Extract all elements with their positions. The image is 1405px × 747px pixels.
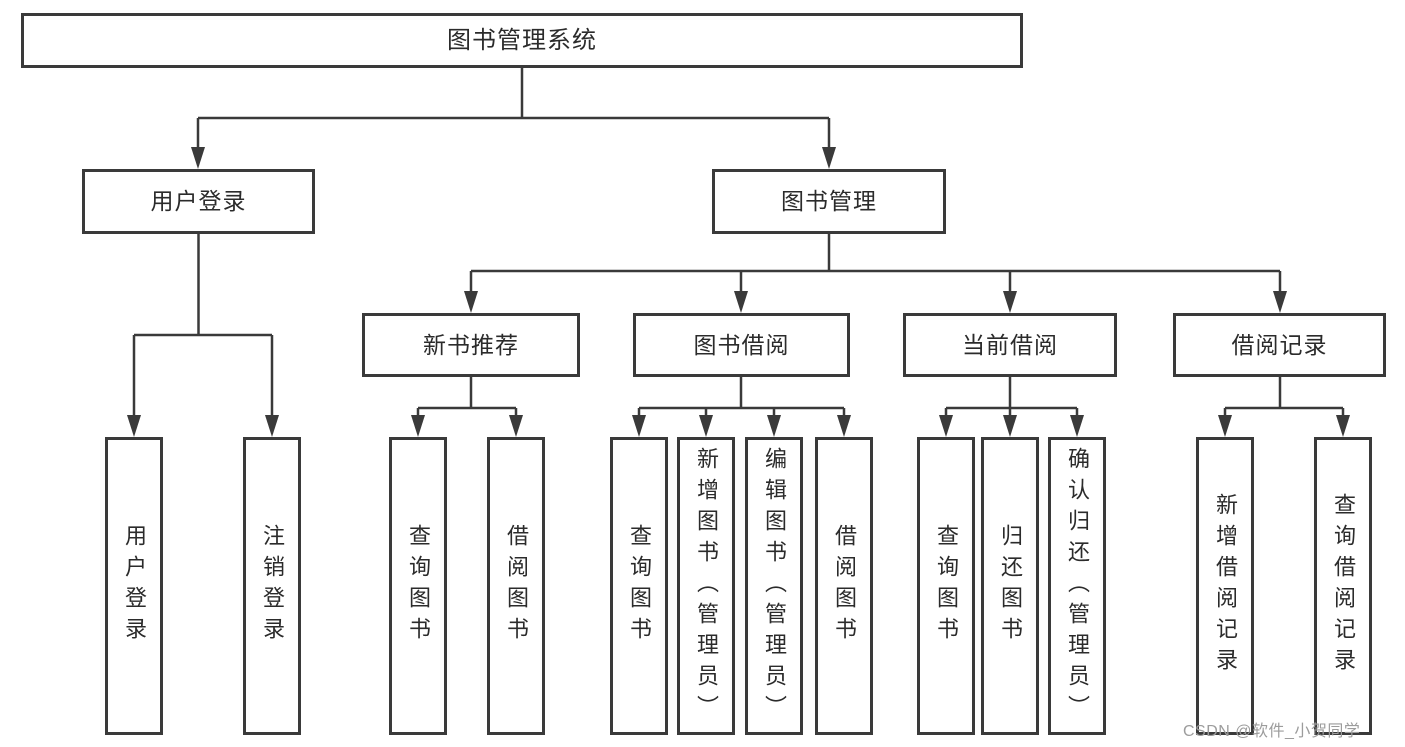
node-root-system: 图书管理系统 (21, 13, 1023, 68)
leaf-logout-login: 注销登录 (243, 437, 301, 735)
arrow-icon (509, 415, 523, 437)
arrow-icon (734, 291, 748, 313)
leaf-return-books: 归还图书 (981, 437, 1039, 735)
node-current-borrow: 当前借阅 (903, 313, 1117, 377)
leaf-query-borrow-record: 查询借阅记录 (1314, 437, 1372, 735)
node-borrow-records: 借阅记录 (1173, 313, 1386, 377)
bus-current-borrow (944, 377, 1079, 417)
leaf-user-login: 用户登录 (105, 437, 163, 735)
watermark: CSDN @软件_小贺同学 (1183, 723, 1361, 740)
arrow-icon (1218, 415, 1232, 437)
arrow-icon (939, 415, 953, 437)
node-new-book-recommend: 新书推荐 (362, 313, 580, 377)
arrow-icon (632, 415, 646, 437)
arrow-icon (822, 147, 836, 169)
leaf-add-books-admin: 新增图书（管理员） (677, 437, 735, 735)
node-user-login: 用户登录 (82, 169, 315, 234)
bus-new-book-recommend (416, 377, 518, 417)
arrow-icon (464, 291, 478, 313)
arrow-icon (767, 415, 781, 437)
node-book-borrow: 图书借阅 (633, 313, 850, 377)
arrow-icon (411, 415, 425, 437)
leaf-borrow-books: 借阅图书 (815, 437, 873, 735)
bus-book-management (469, 234, 1282, 293)
arrow-icon (1070, 415, 1084, 437)
leaf-edit-books-admin: 编辑图书（管理员） (745, 437, 803, 735)
leaf-confirm-return-admin: 确认归还（管理员） (1048, 437, 1106, 735)
arrow-icon (265, 415, 279, 437)
arrow-icon (1336, 415, 1350, 437)
leaf-query-books-borrow: 查询图书 (610, 437, 668, 735)
arrow-icon (1003, 415, 1017, 437)
arrow-icon (1273, 291, 1287, 313)
leaf-query-books-current: 查询图书 (917, 437, 975, 735)
arrowheads (127, 147, 1350, 437)
bus-book-borrow (637, 377, 846, 417)
arrow-icon (191, 147, 205, 169)
bus-root (196, 68, 831, 149)
leaf-query-books-recommend: 查询图书 (389, 437, 447, 735)
bus-user-login (132, 234, 274, 417)
arrow-icon (1003, 291, 1017, 313)
arrow-icon (127, 415, 141, 437)
leaf-borrow-books-recommend: 借阅图书 (487, 437, 545, 735)
bus-borrow-records (1223, 377, 1345, 417)
node-book-management: 图书管理 (712, 169, 946, 234)
arrow-icon (699, 415, 713, 437)
leaf-add-borrow-record: 新增借阅记录 (1196, 437, 1254, 735)
arrow-icon (837, 415, 851, 437)
